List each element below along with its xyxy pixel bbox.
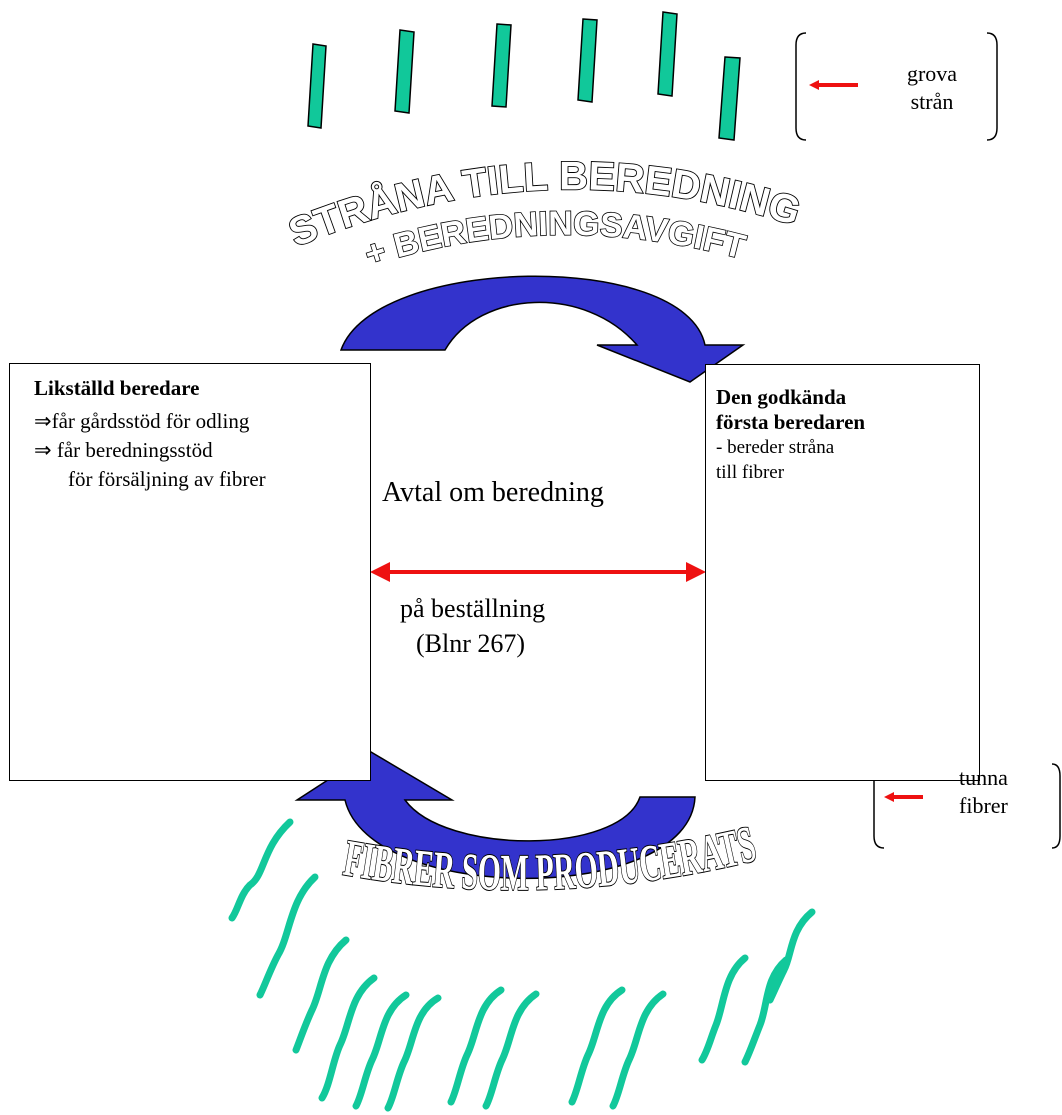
fiber-icon (352, 991, 410, 1110)
equivalent-processor-box: Likställd beredare ⇒får gårdsstöd för od… (9, 363, 371, 781)
implies-arrow-icon: ⇒ (34, 438, 52, 462)
right-box-desc-line-2: till fibrer (716, 462, 785, 483)
straw-icon (491, 23, 512, 108)
implies-arrow-icon: ⇒ (34, 409, 52, 433)
bottom-side-label-line-2: fibrer (959, 793, 1008, 818)
approved-first-processor-box: Den godkända första beredaren - bereder … (705, 364, 980, 781)
fiber-icon (318, 974, 378, 1102)
top-curved-arrow (339, 275, 746, 383)
right-box-desc-line-1: - bereder stråna (716, 437, 835, 458)
straw-icon (394, 29, 415, 114)
order-note-line-2: (Blnr 267) (416, 629, 526, 658)
straw-icon (657, 11, 678, 97)
fiber-icon (741, 956, 790, 1066)
top-side-label-line-2: strån (910, 89, 954, 114)
straw-icon (307, 43, 327, 129)
top-side-label: grova strån (882, 60, 982, 116)
bottom-curved-arrow (294, 751, 696, 880)
left-box-title: Likställd beredare (34, 376, 200, 400)
straw-icon (718, 56, 741, 141)
right-box-title-line-1: Den godkända (716, 385, 847, 409)
fiber-icon (698, 954, 749, 1064)
left-box-bullet-1-text: får gårdsstöd för odling (51, 409, 250, 433)
right-box-title-line-2: första beredaren (716, 410, 866, 434)
fiber-icon (609, 990, 667, 1110)
agreement-double-arrow (370, 562, 706, 582)
coarse-straws (307, 11, 741, 141)
top-side-label-line-1: grova (906, 61, 958, 86)
fiber-icon (766, 908, 816, 1004)
fiber-icon (568, 986, 626, 1106)
left-box-bullet-2-text: får beredningsstöd (56, 438, 213, 462)
agreement-title: Avtal om beredning (382, 477, 604, 508)
fiber-icon (228, 818, 294, 922)
fiber-icon (384, 994, 442, 1112)
thin-fibers (228, 818, 816, 1112)
fiber-icon (292, 936, 350, 1054)
left-box-bullet-2: ⇒ får beredningsstöd (34, 436, 370, 465)
top-side-bracket (795, 32, 998, 141)
fiber-icon (256, 873, 319, 999)
left-box-bullet-1: ⇒får gårdsstöd för odling (34, 407, 370, 436)
fiber-icon (482, 990, 540, 1110)
order-note-line-1: på beställning (400, 594, 546, 623)
fiber-icon (447, 986, 505, 1106)
left-box-bullet-2-continuation: för försäljning av fibrer (68, 467, 266, 491)
straw-icon (577, 18, 598, 103)
bottom-side-label-line-1: tunna (959, 765, 1008, 790)
bottom-side-label: tunna fibrer (945, 764, 1055, 820)
